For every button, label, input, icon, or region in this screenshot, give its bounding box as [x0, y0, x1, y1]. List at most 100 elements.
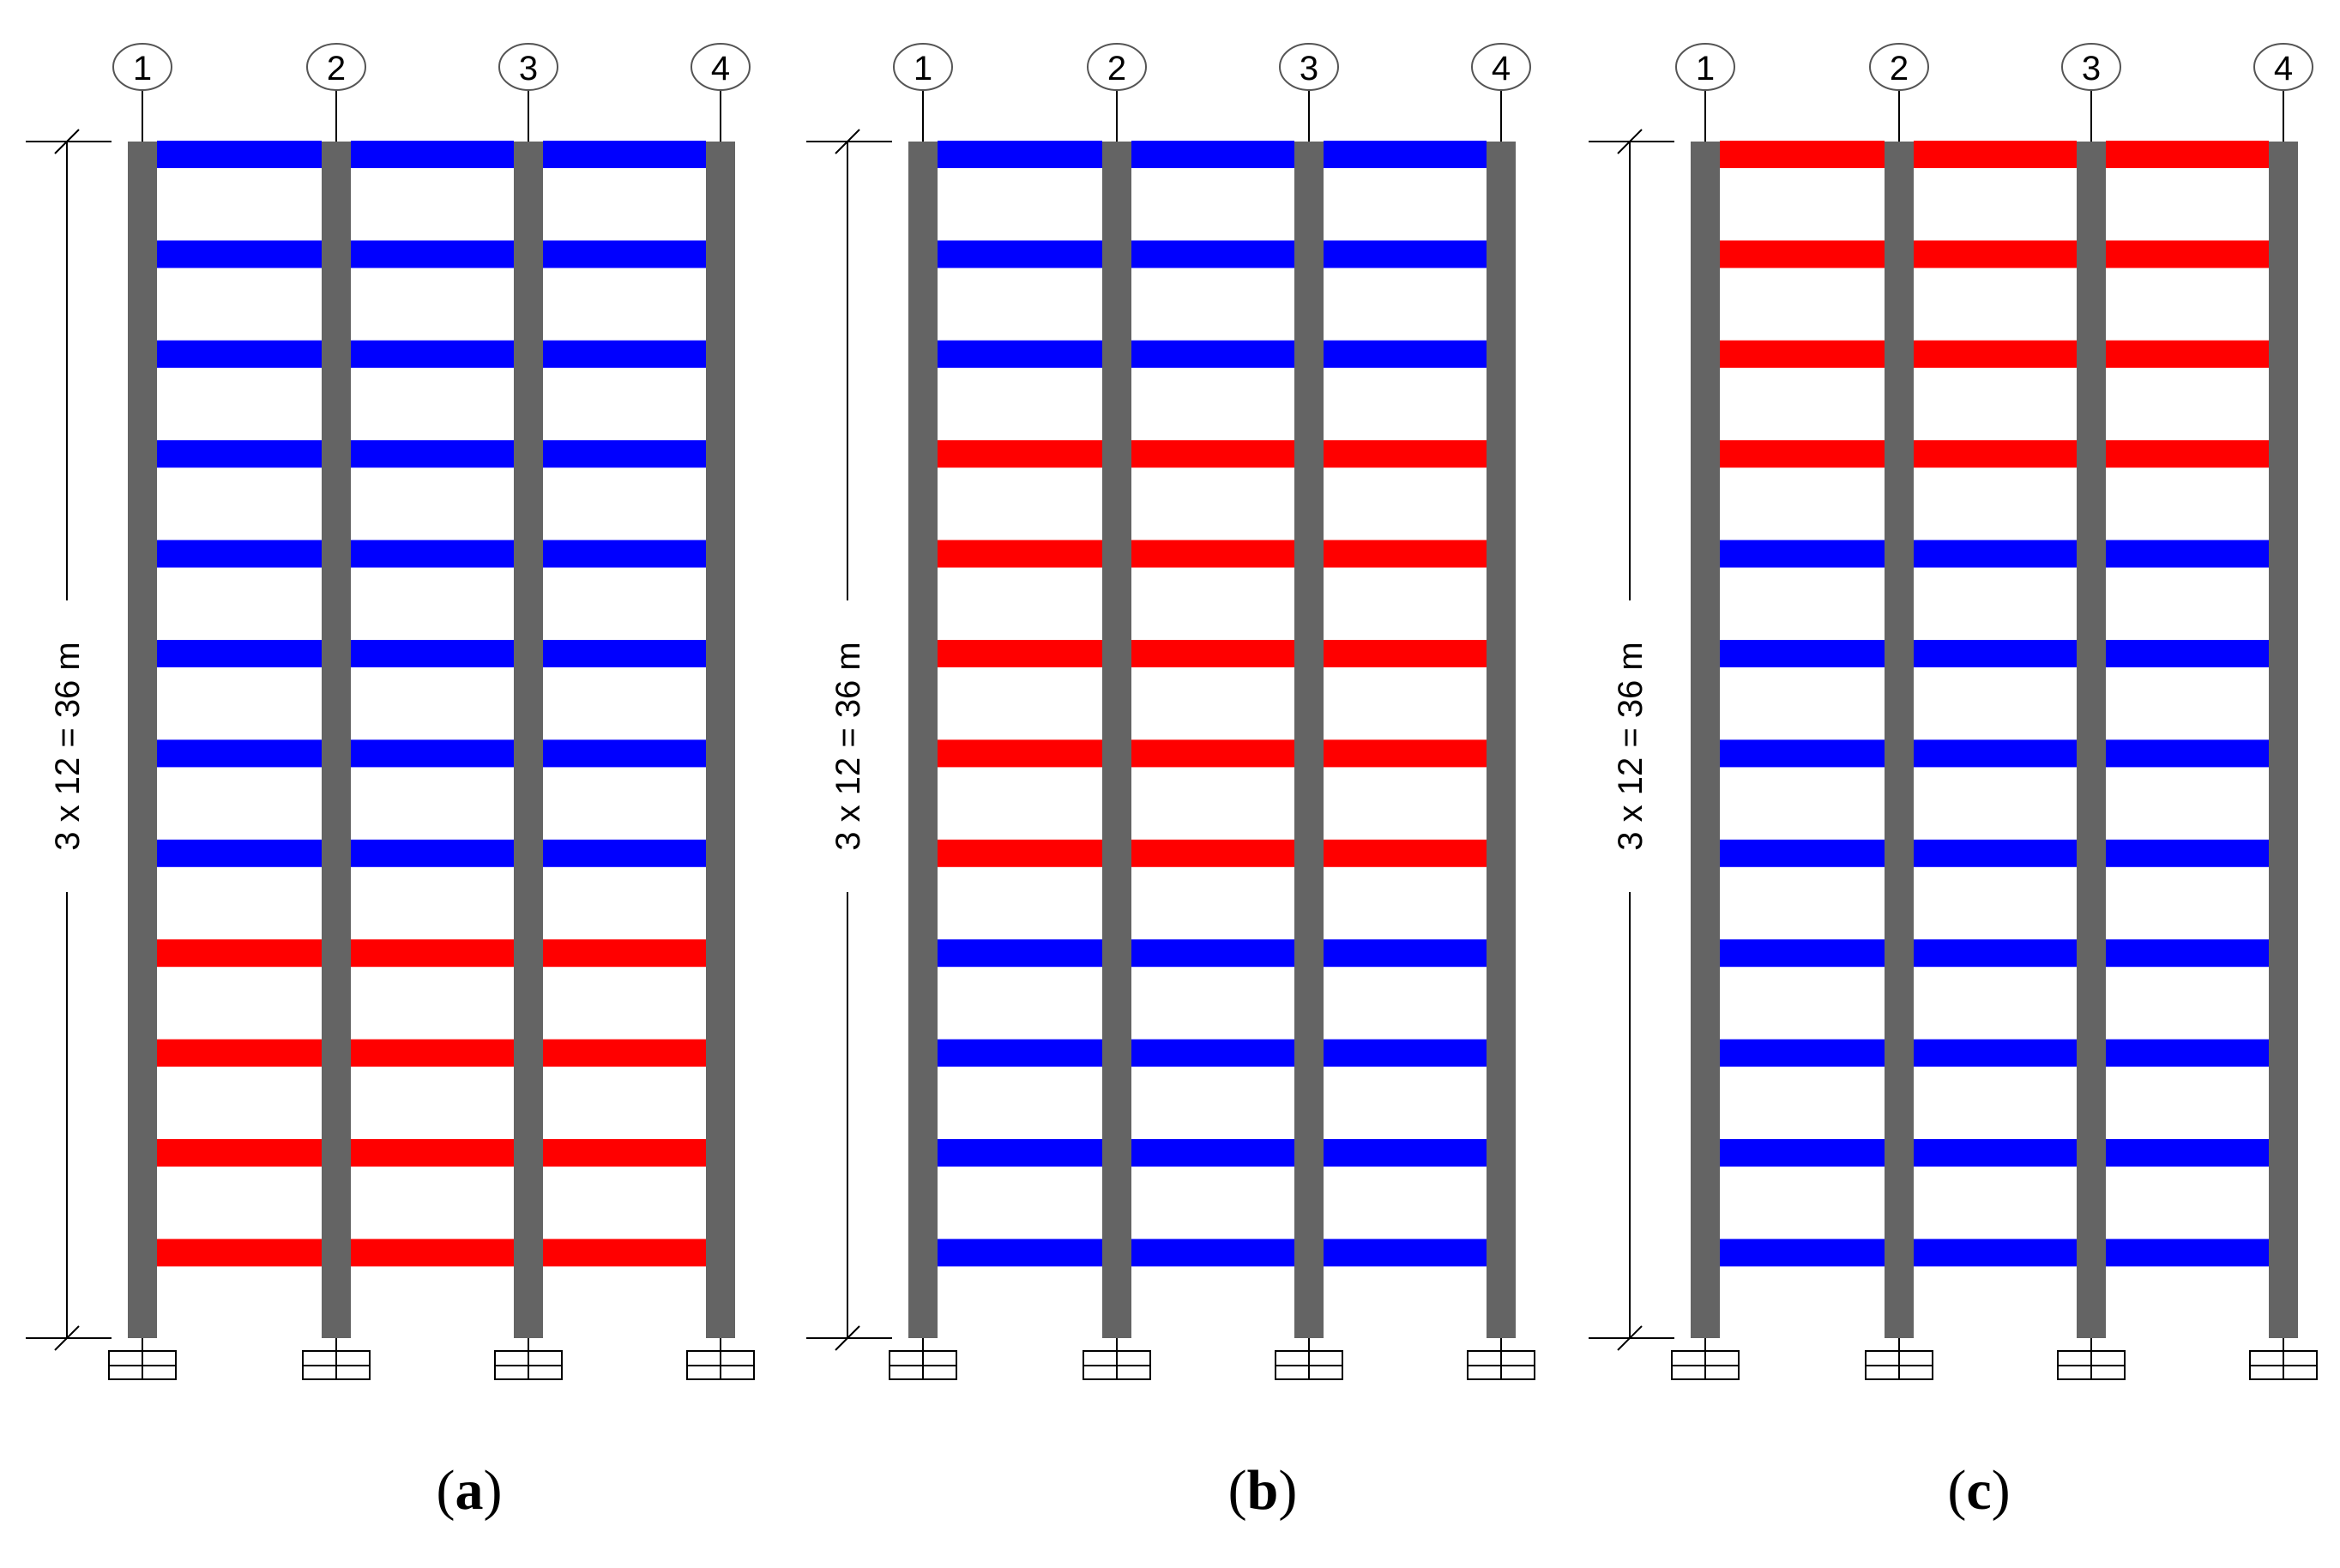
beam-floor-11-bay-3: [1324, 1139, 1487, 1167]
grid-bubble-4: 4: [1471, 43, 1531, 142]
grid-bubble-2: 2: [306, 43, 366, 142]
beam-floor-8-bay-3: [543, 839, 706, 867]
beam-floor-3-bay-2: [1131, 340, 1294, 368]
beam-floor-8-bay-2: [1914, 839, 2077, 867]
beam-floor-4-bay-2: [1914, 440, 2077, 468]
beam-floor-4-bay-1: [157, 440, 322, 468]
beam-floor-1-bay-2: [351, 141, 514, 168]
beam-floor-4-bay-1: [938, 440, 1102, 468]
beam-floor-8-bay-3: [2106, 839, 2269, 867]
beam-floor-9-bay-3: [2106, 939, 2269, 968]
beam-floor-8-bay-1: [938, 839, 1102, 867]
beam-floor-3-bay-2: [1914, 340, 2077, 368]
grid-bubble-1: 1: [112, 43, 172, 142]
column-2: [322, 142, 351, 1338]
beam-floor-6-bay-2: [1131, 640, 1294, 667]
grid-bubble-3: 3: [1279, 43, 1339, 142]
beam-floor-4-bay-2: [351, 440, 514, 468]
beam-floor-2-bay-2: [351, 240, 514, 268]
beam-floor-1-bay-1: [157, 141, 322, 168]
beam-floor-7-bay-3: [1324, 739, 1487, 768]
beam-floor-2-bay-1: [938, 240, 1102, 268]
beam-floor-4-bay-2: [1131, 440, 1294, 468]
grid-label-4: 4: [1492, 50, 1511, 87]
dimension-label: 3 x 12 = 36 m: [49, 642, 87, 850]
height-dimension: 3 x 12 = 36 m: [26, 129, 112, 1351]
grid-label-2: 2: [1107, 50, 1126, 87]
beam-floor-10-bay-3: [1324, 1039, 1487, 1067]
column-3: [1294, 142, 1324, 1338]
footing-3: [2057, 1338, 2126, 1380]
beam-floor-8-bay-2: [1131, 839, 1294, 867]
footing-2: [1083, 1338, 1151, 1380]
column-1: [1691, 142, 1720, 1338]
beam-floor-7-bay-2: [351, 739, 514, 768]
footing-1: [1671, 1338, 1740, 1380]
beam-floor-9-bay-3: [1324, 939, 1487, 968]
beam-floor-3-bay-3: [543, 340, 706, 368]
beam-floor-2-bay-2: [1914, 240, 2077, 268]
beam-floor-9-bay-2: [1914, 939, 2077, 968]
beam-floor-12-bay-1: [938, 1239, 1102, 1267]
beam-floor-8-bay-1: [157, 839, 322, 867]
beam-floor-4-bay-3: [2106, 440, 2269, 468]
footing-1: [108, 1338, 177, 1380]
beam-floor-3-bay-3: [2106, 340, 2269, 368]
beam-floor-1-bay-1: [1720, 141, 1885, 168]
height-dimension: 3 x 12 = 36 m: [1589, 129, 1674, 1351]
footing-4: [686, 1338, 755, 1380]
footing-3: [1275, 1338, 1343, 1380]
column-4: [1487, 142, 1516, 1338]
beam-floor-2-bay-3: [543, 240, 706, 268]
grid-label-1: 1: [914, 50, 932, 87]
beam-floor-2-bay-2: [1131, 240, 1294, 268]
beam-floor-5-bay-2: [1914, 540, 2077, 568]
beam-floor-7-bay-2: [1914, 739, 2077, 768]
beam-floor-7-bay-1: [157, 739, 322, 768]
grid-label-2: 2: [1890, 50, 1909, 87]
beam-floor-3-bay-2: [351, 340, 514, 368]
beam-floor-6-bay-2: [1914, 640, 2077, 667]
beam-floor-8-bay-3: [1324, 839, 1487, 867]
beam-floor-6-bay-3: [543, 640, 706, 667]
footing-2: [1865, 1338, 1933, 1380]
beam-floor-5-bay-2: [351, 540, 514, 568]
beam-floor-9-bay-2: [1131, 939, 1294, 968]
grid-bubble-2: 2: [1087, 43, 1147, 142]
beam-floor-1-bay-3: [543, 141, 706, 168]
column-3: [2077, 142, 2106, 1338]
beam-floor-10-bay-1: [1720, 1039, 1885, 1067]
beam-floor-12-bay-2: [1914, 1239, 2077, 1267]
beam-floor-7-bay-1: [1720, 739, 1885, 768]
beam-floor-5-bay-2: [1131, 540, 1294, 568]
panel-b: 1 2 3 4 3 x 12 = 36 m: [806, 43, 1535, 1380]
beam-floor-10-bay-2: [1131, 1039, 1294, 1067]
grid-bubble-4: 4: [691, 43, 751, 142]
beam-floor-8-bay-1: [1720, 839, 1885, 867]
caption-b-letter: b: [1246, 1459, 1279, 1522]
beam-floor-1-bay-3: [2106, 141, 2269, 168]
beam-floor-1-bay-1: [938, 141, 1102, 168]
beam-floor-8-bay-2: [351, 839, 514, 867]
column-3: [514, 142, 543, 1338]
column-2: [1885, 142, 1914, 1338]
beam-floor-5-bay-3: [2106, 540, 2269, 568]
beam-floor-12-bay-3: [1324, 1239, 1487, 1267]
beam-floor-9-bay-2: [351, 939, 514, 968]
beam-floor-9-bay-1: [157, 939, 322, 968]
grid-bubble-1: 1: [1675, 43, 1735, 142]
beam-floor-2-bay-1: [1720, 240, 1885, 268]
beam-floor-11-bay-1: [157, 1139, 322, 1167]
beam-floor-4-bay-3: [543, 440, 706, 468]
beam-floor-3-bay-1: [1720, 340, 1885, 368]
dimension-label: 3 x 12 = 36 m: [829, 642, 867, 850]
beam-floor-4-bay-3: [1324, 440, 1487, 468]
beam-floor-4-bay-1: [1720, 440, 1885, 468]
caption-a-letter: a: [455, 1459, 484, 1522]
beam-floor-12-bay-1: [157, 1239, 322, 1267]
caption-c-letter: c: [1966, 1459, 1992, 1522]
beam-floor-3-bay-3: [1324, 340, 1487, 368]
beam-floor-7-bay-2: [1131, 739, 1294, 768]
beam-floor-5-bay-1: [157, 540, 322, 568]
